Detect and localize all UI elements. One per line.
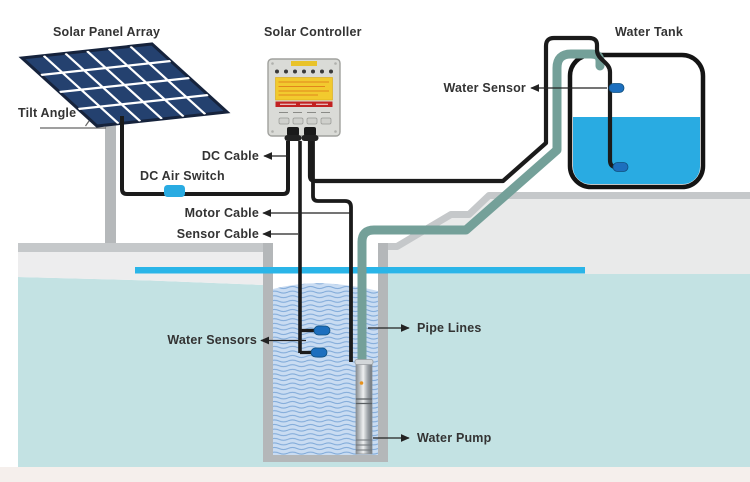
motor-cable-label: Motor Cable — [184, 206, 259, 220]
ground-surface-left — [18, 243, 263, 252]
well-wall-right — [378, 243, 388, 462]
water-tank — [567, 52, 706, 190]
controller-cable-glands — [284, 127, 319, 141]
water-tank-label: Water Tank — [615, 25, 683, 39]
tank-cable-line — [307, 35, 617, 184]
water-pump-device — [354, 359, 374, 455]
dc-cable-label: DC Cable — [201, 149, 259, 163]
controller-screws — [271, 62, 337, 133]
well-wall-left — [263, 243, 273, 462]
tank-water — [573, 117, 700, 184]
tank-sensor-lower — [612, 162, 629, 172]
underground-left — [18, 277, 263, 467]
pump-motor-ridges — [356, 439, 372, 451]
controller-label-text-lines — [278, 81, 329, 96]
motor-cable-line — [311, 141, 353, 362]
pump-bands — [356, 398, 372, 405]
panel-pole — [105, 121, 116, 243]
annotation-arrows — [260, 84, 607, 442]
water-sensor-label: Water Sensor — [443, 81, 526, 95]
controller-buttons — [278, 117, 332, 125]
ground-cross-section — [0, 192, 750, 482]
controller-label-panel — [275, 77, 333, 101]
underground-right — [388, 274, 750, 467]
controller-indicator-leds — [275, 69, 333, 74]
solar-controller-label: Solar Controller — [264, 25, 362, 39]
well-sensor-upper — [313, 325, 331, 336]
soil-right — [385, 192, 750, 274]
dc-cable-line — [120, 116, 290, 196]
dc-air-switch — [164, 185, 185, 197]
dc-air-switch-label: DC Air Switch — [140, 169, 225, 183]
controller-top-tab — [291, 61, 317, 66]
solar-panel-array-label: Solar Panel Array — [53, 25, 161, 39]
ground-surface-right — [385, 192, 750, 250]
tilt-angle-label: Tilt Angle — [18, 106, 77, 120]
pipe-lines-label: Pipe Lines — [417, 321, 482, 335]
sensors — [310, 83, 629, 358]
tank-sensor-upper — [608, 83, 625, 93]
pump-led — [359, 381, 364, 385]
panel-grid — [40, 45, 209, 125]
bottom-band — [0, 467, 750, 482]
well-sensor-lower — [310, 347, 328, 358]
water-sensors-label: Water Sensors — [167, 333, 257, 347]
cables — [120, 116, 353, 362]
underground-below-well — [263, 462, 388, 467]
solar-panel-array — [18, 42, 231, 243]
sensor-cable-label: Sensor Cable — [176, 227, 259, 241]
water-pump-label: Water Pump — [417, 431, 492, 445]
pump-cap — [354, 359, 374, 365]
well-bottom — [263, 455, 388, 462]
solar-controller — [267, 58, 341, 141]
